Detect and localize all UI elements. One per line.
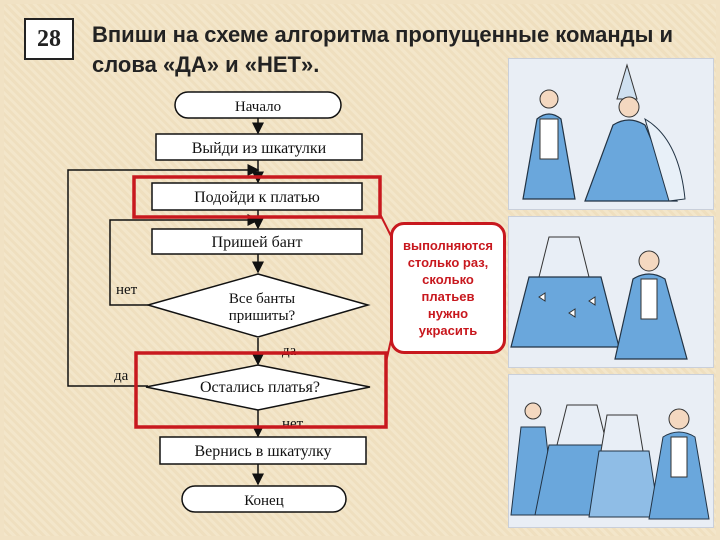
start-terminal xyxy=(174,91,342,119)
highlight-frame-decision2 xyxy=(134,351,388,429)
hint-line1: выполняются xyxy=(402,238,494,253)
task-number: 28 xyxy=(24,18,74,60)
step-sew-label: Пришей бант xyxy=(212,234,303,251)
decision-all-bows-line2: пришиты? xyxy=(229,308,296,324)
illustration-panel-3 xyxy=(508,374,714,528)
step-exit-box xyxy=(155,133,363,161)
hint-line2: столько раз, xyxy=(407,255,489,270)
step-approach-box xyxy=(151,182,363,211)
end-terminal xyxy=(181,485,347,513)
hint-line4: платьев xyxy=(421,289,475,304)
decision-dresses-left-label: Остались платья? xyxy=(200,379,320,396)
illustration-panel-2 xyxy=(508,216,714,368)
decision-all-bows xyxy=(145,273,371,338)
step-sew-box xyxy=(151,228,363,255)
hint-callout: выполняются столько раз, сколько платьев… xyxy=(390,222,506,354)
task-instruction: Впиши на схеме алгоритма пропущенные ком… xyxy=(92,20,692,80)
decision-dresses-no: нет xyxy=(282,416,304,432)
decision-dresses-yes: да xyxy=(114,368,129,384)
step-return-label: Вернись в шкатулку xyxy=(195,443,332,460)
illustration-panel-1 xyxy=(508,58,714,210)
illustration-girls-meeting xyxy=(522,63,686,202)
step-approach-label: Подойди к платью xyxy=(194,189,320,206)
hint-line3: сколько xyxy=(422,272,474,287)
flow-connectors xyxy=(67,118,264,486)
decision-all-bows-no: нет xyxy=(116,282,138,298)
decision-all-bows-line1: Все банты xyxy=(229,291,295,307)
task-instruction-line1: Впиши на схеме алгоритма пропущенные ком… xyxy=(92,22,674,47)
hint-line6: украсить xyxy=(418,323,478,338)
start-label: Начало xyxy=(235,99,281,115)
illustration-dress-bows xyxy=(510,236,688,360)
end-label: Конец xyxy=(244,493,283,509)
illustration-dresses-row xyxy=(510,402,710,520)
decision-all-bows-yes: да xyxy=(282,343,297,359)
step-exit-label: Выйди из шкатулки xyxy=(192,140,327,157)
task-instruction-line2: слова «ДА» и «НЕТ». xyxy=(92,52,320,77)
hint-line5: нужно xyxy=(427,306,469,321)
step-return-box xyxy=(159,436,367,465)
decision-dresses-left xyxy=(145,364,371,411)
highlight-frame-step2 xyxy=(132,175,382,219)
